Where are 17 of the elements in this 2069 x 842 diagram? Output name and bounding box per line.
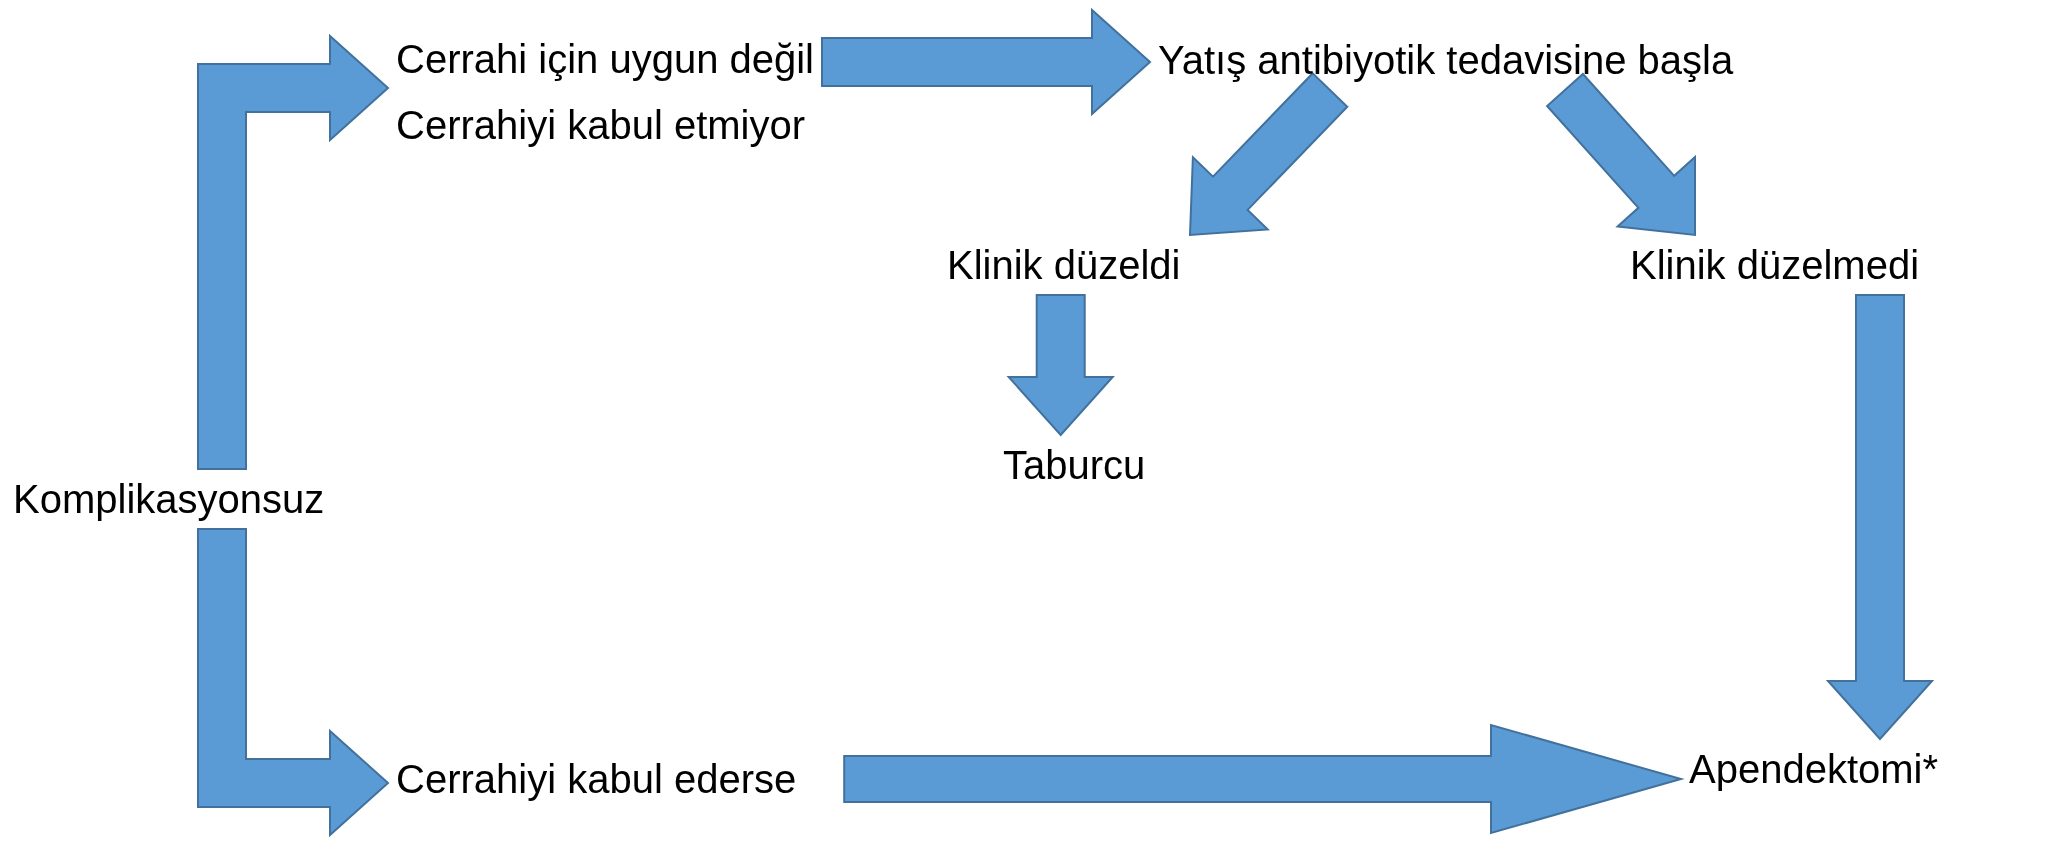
block-arrow [843,723,1685,835]
step-label: Apendektomi* [1689,746,1939,793]
step-label: Klinik düzelmedi [1630,242,1920,289]
block-arrow [1006,294,1115,437]
step-label: Cerrahiyi kabul ederse [396,756,797,803]
block-arrow [197,528,390,838]
block-arrow [197,33,390,470]
step-label: Cerrahi için uygun değil [396,36,814,83]
step-label: Taburcu [1003,442,1146,489]
block-arrow [821,7,1152,117]
block-arrow [1825,294,1935,741]
step-label: Klinik düzeldi [947,242,1181,289]
step-label: Cerrahiyi kabul etmiyor [396,102,807,149]
block-arrow [1188,71,1349,237]
block-arrow [1545,72,1696,237]
step-label: Yatış antibiyotik tedavisine başla [1158,37,1734,84]
step-label: Komplikasyonsuz [13,476,325,523]
